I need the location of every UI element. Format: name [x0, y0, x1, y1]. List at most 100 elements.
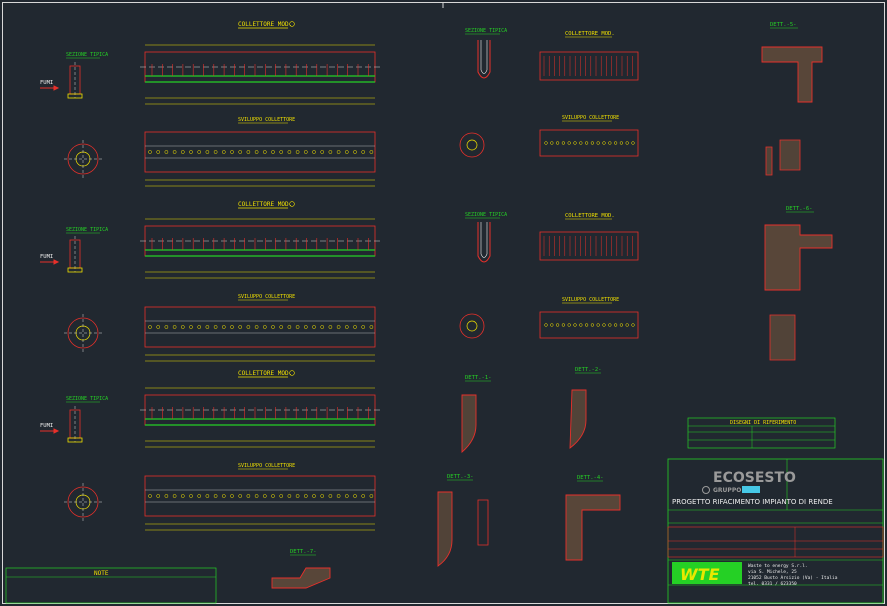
hole: [295, 150, 300, 154]
hole: [213, 325, 218, 329]
hole: [573, 141, 577, 145]
hole: [262, 325, 267, 329]
sezione-tipica-label-1: SEZIONE TIPICA: [66, 52, 108, 58]
detail-5-hatch: [761, 46, 823, 103]
project-title: PROGETTO RIFACIMENTO IMPIANTO DI RENDE: [672, 498, 833, 506]
hole: [361, 150, 366, 154]
hole: [197, 325, 202, 329]
detail-1-shape: [461, 394, 477, 453]
hole: [608, 141, 612, 145]
hole: [271, 325, 275, 329]
hole: [271, 150, 275, 154]
hole: [246, 150, 251, 154]
hole: [271, 494, 275, 498]
hole: [579, 141, 583, 145]
hole: [213, 150, 218, 154]
middle-ribs: [543, 56, 635, 327]
hole: [205, 150, 210, 154]
hole: [172, 325, 177, 329]
hole: [164, 494, 169, 498]
hole: [608, 323, 612, 327]
mid-u-pipe-inner-1: [480, 40, 488, 74]
hole: [287, 494, 292, 498]
gruppo-logo-text: GRUPPO: [713, 487, 741, 494]
revision-table: [667, 526, 884, 558]
hole: [328, 494, 333, 498]
company-line-4: tel. 0331 / 623350: [748, 581, 797, 587]
hole: [164, 150, 169, 154]
hole: [584, 141, 589, 145]
hole: [230, 150, 234, 154]
hole: [295, 325, 300, 329]
hole: [320, 325, 325, 329]
hole: [180, 494, 185, 498]
hole: [336, 150, 341, 154]
hole: [303, 150, 308, 154]
hole: [312, 325, 316, 329]
hole: [189, 494, 193, 498]
hole: [625, 323, 629, 327]
hole: [205, 494, 210, 498]
hole: [287, 325, 292, 329]
hole: [221, 325, 226, 329]
hole: [561, 323, 566, 327]
hole: [262, 494, 267, 498]
hole: [619, 323, 624, 327]
hole: [221, 494, 226, 498]
wte-logo-box: [672, 562, 742, 584]
mid-sviluppo-title-1: SVILUPPO COLLETTORE: [562, 115, 619, 121]
collettore-number-3: [289, 370, 295, 376]
hole: [550, 141, 554, 145]
development-view-1: [144, 131, 376, 187]
detail-7-shape: [271, 567, 331, 589]
hole: [156, 325, 161, 329]
hole: [544, 141, 548, 145]
middle-group-1: SEZIONE TIPICA COLLETTORE MOD. SVILUPPO …: [459, 28, 639, 158]
sezione-tipica-label-3: SEZIONE TIPICA: [66, 396, 108, 402]
detail-1-label: DETT.-1-: [465, 375, 492, 381]
section-view-3: [67, 406, 83, 443]
hole: [328, 150, 333, 154]
detail-4: DETT.-4-: [565, 475, 621, 561]
collettore-title-1: COLLETTORE MOD.: [238, 21, 292, 28]
detail-5-label: DETT.-5-: [770, 22, 797, 28]
riferimenti-table: DISEGNI DI RIFERIMENTO: [687, 417, 836, 449]
detail-7: DETT.-7-: [271, 549, 331, 589]
hole: [328, 325, 333, 329]
detail-6-label: DETT.-6-: [786, 206, 813, 212]
gruppo-logo-badge: [742, 486, 760, 493]
riferimenti-title: DISEGNI DI RIFERIMENTO: [730, 420, 796, 426]
ecosesto-logo: ECOSESTO: [713, 470, 796, 486]
fumi-arrow-1: [40, 85, 60, 91]
hole: [602, 141, 606, 145]
hole: [573, 323, 577, 327]
hole: [213, 494, 218, 498]
company-line-3: 21052 Busto Arsizio (Va) - Italia: [748, 575, 838, 581]
hole: [613, 323, 618, 327]
collettore-title-2: COLLETTORE MOD.: [238, 201, 292, 208]
hole: [180, 150, 185, 154]
hole: [279, 494, 284, 498]
detail-1: DETT.-1-: [461, 375, 492, 453]
hole: [567, 323, 571, 327]
hole: [631, 141, 635, 145]
hole: [353, 150, 357, 154]
fumi-label-2: FUMI: [40, 254, 53, 260]
company-line-2: via S. Michele, 25: [748, 569, 797, 575]
mid-collettore-title-1: COLLETTORE MOD.: [565, 31, 615, 37]
hole: [567, 141, 571, 145]
sezione-tipica-label-2: SEZIONE TIPICA: [66, 227, 108, 233]
hole: [172, 494, 177, 498]
hole: [344, 494, 349, 498]
hole: [156, 150, 161, 154]
mid-flange-inner-1: [466, 139, 478, 151]
hole: [230, 325, 234, 329]
fumi-arrow-3: [40, 428, 60, 434]
middle-group-2: SEZIONE TIPICA COLLETTORE MOD. SVILUPPO …: [459, 212, 639, 339]
collettore-title-3: COLLETTORE MOD.: [238, 370, 292, 377]
hole: [164, 325, 169, 329]
detail-4-label: DETT.-4-: [577, 475, 604, 481]
hole: [312, 494, 316, 498]
